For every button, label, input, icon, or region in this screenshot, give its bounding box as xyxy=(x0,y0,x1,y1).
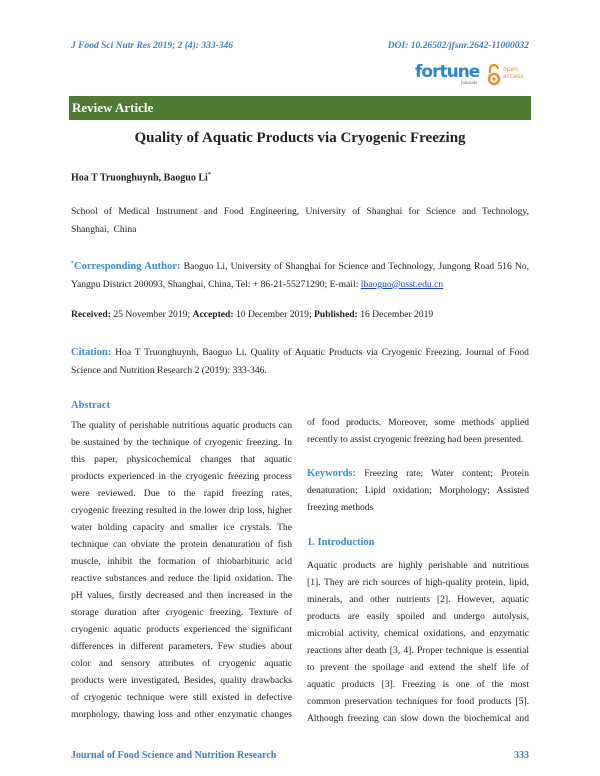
text-line: cryogenic aquatic products experienced t… xyxy=(71,624,292,635)
text-line: products were investigated. Besides, qua… xyxy=(71,675,292,686)
text-line: muscle, inhibit the formation of thiobar… xyxy=(71,556,292,567)
authors: Hoa T Truonghuynh, Baoguo Li* xyxy=(71,172,211,183)
affiliation: School of Medical Instrument and Food En… xyxy=(71,206,529,235)
article-dates: Received: 25 November 2019; Accepted: 10… xyxy=(71,309,433,320)
text-line: reactive substances and reduce the lipid… xyxy=(71,573,292,584)
abstract-continued: of food products. Moreover, some methods… xyxy=(307,414,529,448)
keywords: Keywords: Freezing rate; Water content; … xyxy=(307,465,529,516)
text-line: of cryogenic technique were still existe… xyxy=(71,692,292,703)
footer-journal: Journal of Food Science and Nutrition Re… xyxy=(71,750,277,761)
published-date: 16 December 2019 xyxy=(360,309,434,320)
text-line: minerals, and other nutrients [2]. Howev… xyxy=(307,594,529,605)
text-line: were reviewed. Due to the rapid freezing… xyxy=(71,488,292,499)
accepted-label: Accepted: xyxy=(192,309,234,320)
text-line: of food products. Moreover, some methods… xyxy=(307,417,529,428)
journal-citation-header: J Food Sci Nutr Res 2019; 2 (4): 333-346 xyxy=(71,41,234,51)
accepted-date: 10 December 2019; xyxy=(235,309,312,320)
text-line: reactions after death [3, 4]. Proper tec… xyxy=(307,645,529,656)
text-line: products experienced in the cryogenic fr… xyxy=(71,471,292,482)
corresponding-author: *Corresponding Author: Baoguo Li, Univer… xyxy=(71,256,529,293)
corresponding-label: Corresponding Author: xyxy=(74,261,181,273)
text-line: storage duration after cryogenic freezin… xyxy=(71,607,292,618)
text-line: microbial activity, chemical oxidations,… xyxy=(307,628,529,639)
text-line: technique can obviate the protein denatu… xyxy=(71,539,292,550)
text-line: differences in different parameters. Few… xyxy=(71,641,292,652)
text-line: pH values, firstly decreased and then in… xyxy=(71,590,292,601)
text-line: recently to assist cryogenic freezing ha… xyxy=(307,434,524,445)
keyword-line: Keywords: Freezing rate; Water content; … xyxy=(307,465,529,482)
text-line: [1]. They are rich sources of high-quali… xyxy=(307,577,529,588)
corresponding-mark: * xyxy=(207,172,211,178)
keyword-line: freezing methods xyxy=(307,502,374,513)
text-line: be sustained by the technique of cryogen… xyxy=(71,437,292,448)
keywords-label: Keywords: xyxy=(307,468,356,479)
published-label: Published: xyxy=(314,309,358,320)
article-type-banner: Review Article xyxy=(69,96,531,120)
introduction-body: Aquatic products are highly perishable a… xyxy=(307,557,529,727)
corresponding-mark: * xyxy=(71,261,74,267)
abstract-heading: Abstract xyxy=(71,400,111,411)
page-number: 333 xyxy=(514,750,529,761)
open-access-text: open access xyxy=(503,66,524,80)
fortune-logo: fortune xyxy=(415,62,480,82)
citation-label: Citation: xyxy=(71,347,112,358)
email-link[interactable]: lbaoguo@usst.edu.cn xyxy=(360,278,444,290)
text-line: water holding capacity and smaller ice c… xyxy=(71,522,292,533)
received-date: 25 November 2019; xyxy=(113,309,191,320)
text-line: aquatic products [3]. Freezing is one of… xyxy=(307,679,529,690)
citation-text: Hoa T Truonghuynh, Baoguo Li. Quality of… xyxy=(71,347,529,376)
doi-header: DOI: 10.26502/jfsnr.2642-11000032 xyxy=(387,41,529,51)
received-label: Received: xyxy=(71,309,111,320)
text-line: to prevent the spoilage and extend the s… xyxy=(307,662,529,673)
article-title: Quality of Aquatic Products via Cryogeni… xyxy=(134,130,466,146)
text-line: this paper, physicochemical changes that… xyxy=(71,454,292,465)
text-line: Aquatic products are highly perishable a… xyxy=(307,560,529,571)
corresponding-text: Baoguo Li, University of Shanghai for Sc… xyxy=(71,261,530,290)
author-names: Hoa T Truonghuynh, Baoguo Li xyxy=(71,172,208,184)
keyword-line: denaturation; Lipid oxidation; Morpholog… xyxy=(307,485,529,496)
abstract-body: The quality of perishable nutritious aqu… xyxy=(71,417,292,723)
text-line: color and sensory attributes of cryogeni… xyxy=(71,658,292,669)
text-line: morphology, thawing loss and other enzym… xyxy=(71,709,292,720)
text-line: products are easily spoiled and undergo … xyxy=(307,611,529,622)
text-line: The quality of perishable nutritious aqu… xyxy=(71,420,292,431)
publisher-logo: fortune journals open access xyxy=(415,62,535,92)
open-access-icon xyxy=(487,63,501,86)
text-line: Although freezing can slow down the bioc… xyxy=(307,713,529,724)
introduction-heading: 1. Introduction xyxy=(307,537,375,548)
keywords-text: Freezing rate; Water content; Protein xyxy=(364,468,529,479)
citation: Citation: Hoa T Truonghuynh, Baoguo Li. … xyxy=(71,344,529,379)
text-line: cryogenic freezing resulted in the lower… xyxy=(71,505,292,516)
fortune-logo-sub: journals xyxy=(461,81,478,86)
text-line: common preservation techniques for food … xyxy=(307,696,529,707)
